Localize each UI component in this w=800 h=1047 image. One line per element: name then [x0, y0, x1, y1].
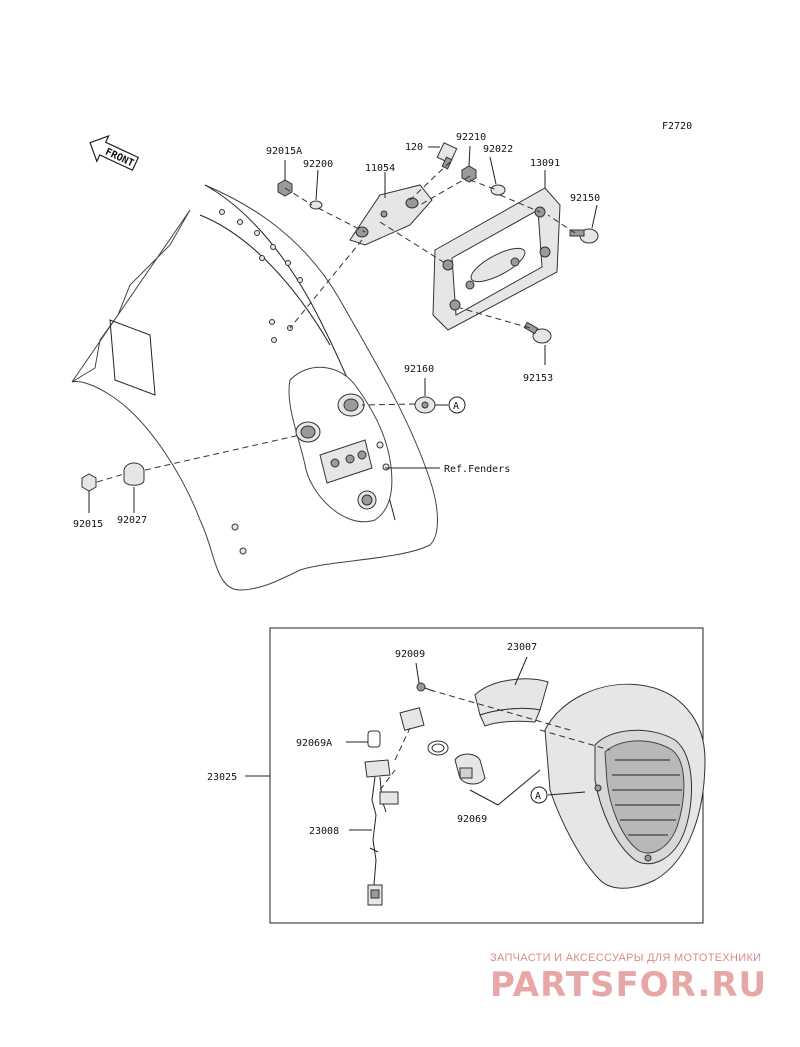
- svg-text:A: A: [453, 401, 459, 412]
- watermark-logo: PARTSFOR.RU: [490, 965, 768, 1005]
- figure-code: F2720: [662, 121, 692, 132]
- tail-lamp-housing: [544, 683, 706, 889]
- screw-92009: [416, 682, 434, 692]
- callout-a-lower: A: [530, 786, 548, 804]
- label-92009: 92009: [395, 649, 425, 660]
- bolt-92153: [523, 321, 552, 344]
- front-arrow-icon: FRONT: [89, 134, 140, 171]
- label-92200: 92200: [303, 159, 333, 170]
- label-23025: 23025: [207, 772, 237, 783]
- label-92153: 92153: [523, 373, 553, 384]
- lamp-cover-23007: [474, 678, 549, 727]
- bulb-92069: [454, 753, 486, 785]
- label-120: 120: [405, 142, 423, 153]
- wire-harness-23008: [364, 759, 399, 906]
- nut-92160: [414, 396, 436, 414]
- label-11054: 11054: [365, 163, 395, 174]
- callout-a-upper: A: [448, 396, 466, 414]
- label-92210: 92210: [456, 132, 486, 143]
- label-92069: 92069: [457, 814, 487, 825]
- nut-92015: [81, 473, 97, 492]
- watermark-tagline: ЗАПЧАСТИ И АКСЕССУАРЫ ДЛЯ МОТОТЕХНИКИ: [490, 952, 762, 964]
- washer-92022: [490, 184, 506, 196]
- nut-92210: [461, 165, 477, 183]
- label-92069A: 92069A: [296, 738, 332, 749]
- label-92022: 92022: [483, 144, 513, 155]
- washer-92200: [309, 200, 323, 210]
- label-13091: 13091: [530, 158, 560, 169]
- label-92015: 92015: [73, 519, 103, 530]
- label-92027: 92027: [117, 515, 147, 526]
- collar-92027: [123, 462, 145, 486]
- ref-note: Ref.Fenders: [444, 464, 510, 475]
- license-bracket-13091: [432, 187, 561, 331]
- label-92015A: 92015A: [266, 146, 302, 157]
- label-92160: 92160: [404, 364, 434, 375]
- label-23007: 23007: [507, 642, 537, 653]
- socket-23008: [399, 707, 449, 756]
- svg-text:A: A: [535, 791, 541, 802]
- label-23008: 23008: [309, 826, 339, 837]
- bolt-92150: [569, 228, 599, 244]
- bracket-11054: [349, 184, 433, 246]
- rear-fender: [71, 184, 438, 591]
- bolt-120: [436, 142, 458, 170]
- bulb-92069A: [367, 730, 381, 748]
- label-92150: 92150: [570, 193, 600, 204]
